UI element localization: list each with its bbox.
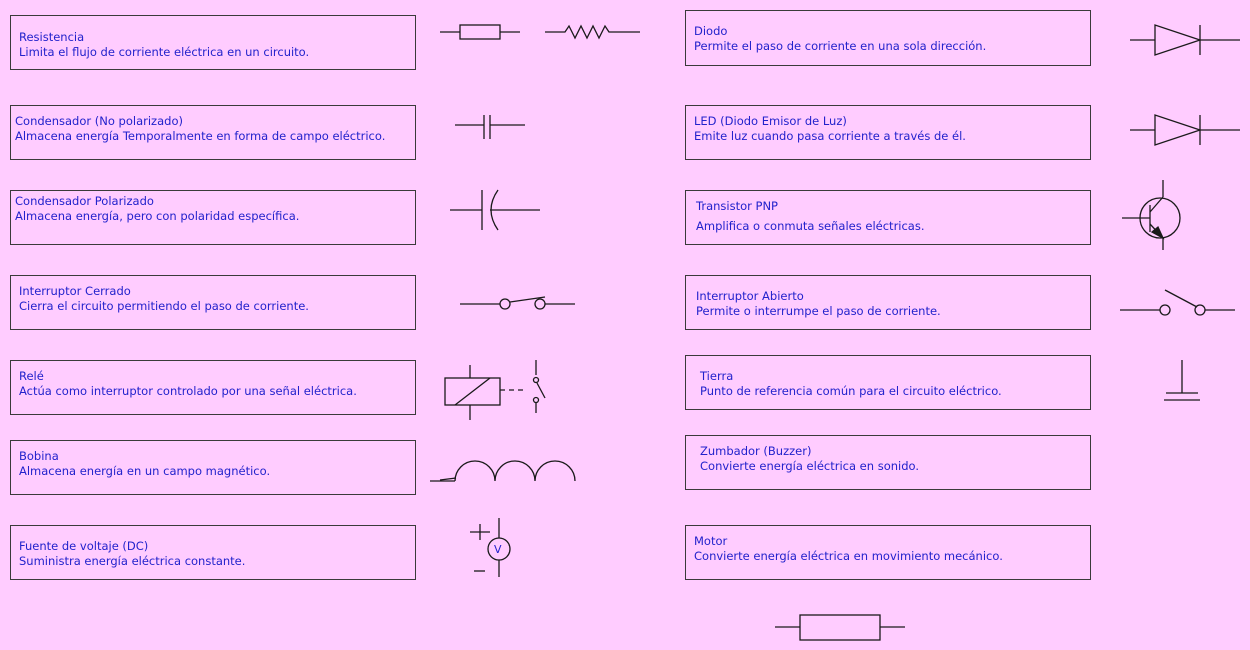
- card-bobina: Bobina Almacena energía en un campo magn…: [10, 440, 416, 495]
- card-title: Relé: [19, 369, 44, 383]
- card-description: Permite o interrumpe el paso de corrient…: [696, 304, 941, 318]
- card-description: Amplifica o conmuta señales eléctricas.: [696, 219, 925, 233]
- card-fuente-voltaje: Fuente de voltaje (DC) Suministra energí…: [10, 525, 416, 580]
- card-interruptor-abierto: Interruptor Abierto Permite o interrumpe…: [685, 275, 1091, 330]
- card-title: Condensador (No polarizado): [15, 114, 183, 128]
- card-description: Convierte energía eléctrica en movimient…: [694, 549, 1003, 563]
- closed-switch-icon: [460, 296, 575, 310]
- card-description: Actúa como interruptor controlado por un…: [19, 384, 357, 398]
- card-led: LED (Diodo Emisor de Luz) Emite luz cuan…: [685, 105, 1091, 160]
- relay-icon: [444, 360, 546, 420]
- card-title: Interruptor Cerrado: [19, 284, 131, 298]
- card-title: Transistor PNP: [696, 199, 778, 213]
- polarized-capacitor-icon: [450, 189, 540, 231]
- card-description: Cierra el circuito permitiendo el paso d…: [19, 299, 309, 313]
- capacitor-icon: [455, 115, 525, 139]
- card-description: Convierte energía eléctrica en sonido.: [700, 459, 920, 473]
- card-title: Condensador Polarizado: [15, 194, 154, 208]
- card-title: LED (Diodo Emisor de Luz): [694, 114, 847, 128]
- fuse-icon: [775, 614, 905, 641]
- card-title: Resistencia: [19, 30, 85, 44]
- led-icon: [1130, 114, 1240, 146]
- card-tierra: Tierra Punto de referencia común para el…: [685, 355, 1091, 410]
- card-description: Almacena energía Temporalmente en forma …: [15, 129, 386, 143]
- card-title: Diodo: [694, 24, 728, 38]
- card-resistencia: Resistencia Limita el flujo de corriente…: [10, 15, 416, 70]
- card-description: Suministra energía eléctrica constante.: [19, 554, 246, 568]
- resistor-rect-icon: [440, 24, 520, 40]
- inductor-icon: [430, 460, 576, 482]
- card-condensador-polarizado: Condensador Polarizado Almacena energía,…: [10, 190, 416, 245]
- card-zumbador: Zumbador (Buzzer) Convierte energía eléc…: [685, 435, 1091, 490]
- card-title: Zumbador (Buzzer): [700, 444, 812, 458]
- card-description: Limita el flujo de corriente eléctrica e…: [19, 45, 310, 59]
- diode-icon: [1130, 24, 1240, 56]
- voltmeter-letter: V: [494, 543, 502, 556]
- resistor-zigzag-icon: [545, 24, 640, 40]
- card-rele: Relé Actúa como interruptor controlado p…: [10, 360, 416, 415]
- card-title: Motor: [694, 534, 728, 548]
- card-description: Emite luz cuando pasa corriente a través…: [694, 129, 966, 143]
- card-interruptor-cerrado: Interruptor Cerrado Cierra el circuito p…: [10, 275, 416, 330]
- voltage-source-icon: V: [470, 518, 511, 577]
- card-description: Punto de referencia común para el circui…: [700, 384, 1002, 398]
- card-description: Almacena energía, pero con polaridad esp…: [15, 209, 300, 223]
- card-title: Interruptor Abierto: [696, 289, 804, 303]
- card-diodo: Diodo Permite el paso de corriente en un…: [685, 10, 1091, 66]
- card-description: Almacena energía en un campo magnético.: [19, 464, 271, 478]
- card-motor: Motor Convierte energía eléctrica en mov…: [685, 525, 1091, 580]
- card-transistor-pnp: Transistor PNP Amplifica o conmuta señal…: [685, 190, 1091, 245]
- pnp-transistor-icon: [1122, 180, 1181, 250]
- card-description: Permite el paso de corriente en una sola…: [694, 39, 987, 53]
- card-title: Fuente de voltaje (DC): [19, 539, 149, 553]
- card-title: Tierra: [700, 369, 734, 383]
- ground-icon: [1164, 360, 1200, 401]
- open-switch-icon: [1120, 289, 1235, 316]
- card-condensador-no-polarizado: Condensador (No polarizado) Almacena ene…: [10, 105, 416, 160]
- card-title: Bobina: [19, 449, 59, 463]
